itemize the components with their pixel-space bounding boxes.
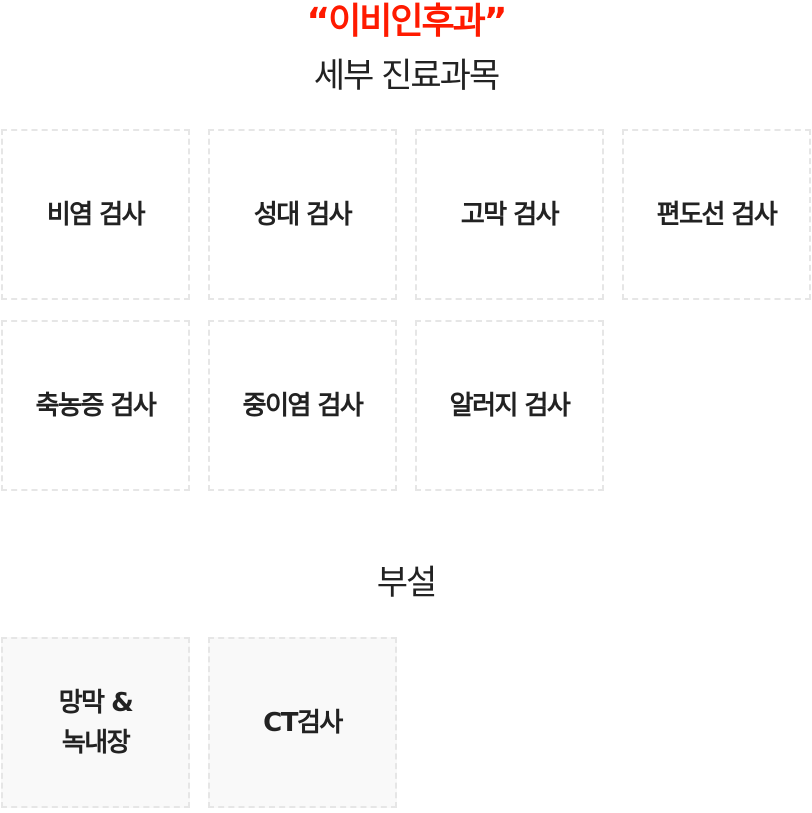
service-card[interactable]: 비염 검사 <box>1 129 190 300</box>
affiliated-label-line2: 녹내장 <box>61 727 131 758</box>
service-label: 알러지 검사 <box>449 390 571 421</box>
service-label: 비염 검사 <box>46 199 146 230</box>
service-label: 성대 검사 <box>253 199 353 230</box>
service-card[interactable]: 알러지 검사 <box>415 320 604 491</box>
page-title: “이비인후과” <box>306 1 508 42</box>
service-label: 편도선 검사 <box>656 199 778 230</box>
service-card[interactable]: 축농증 검사 <box>1 320 190 491</box>
service-label: 축농증 검사 <box>35 390 157 421</box>
service-card[interactable]: 중이염 검사 <box>208 320 397 491</box>
affiliated-label: CT검사 <box>263 707 343 738</box>
section-title-detail-departments: 세부 진료과목 <box>313 56 501 96</box>
affiliated-label-line1: 망막 & <box>58 687 134 718</box>
affiliated-card[interactable]: 망막 & 녹내장 <box>1 637 190 808</box>
affiliated-card[interactable]: CT검사 <box>208 637 397 808</box>
service-card[interactable]: 편도선 검사 <box>622 129 811 300</box>
service-label: 중이염 검사 <box>242 390 364 421</box>
service-label: 고막 검사 <box>460 199 560 230</box>
section-title-affiliated: 부설 <box>376 563 438 603</box>
service-card[interactable]: 성대 검사 <box>208 129 397 300</box>
service-card[interactable]: 고막 검사 <box>415 129 604 300</box>
